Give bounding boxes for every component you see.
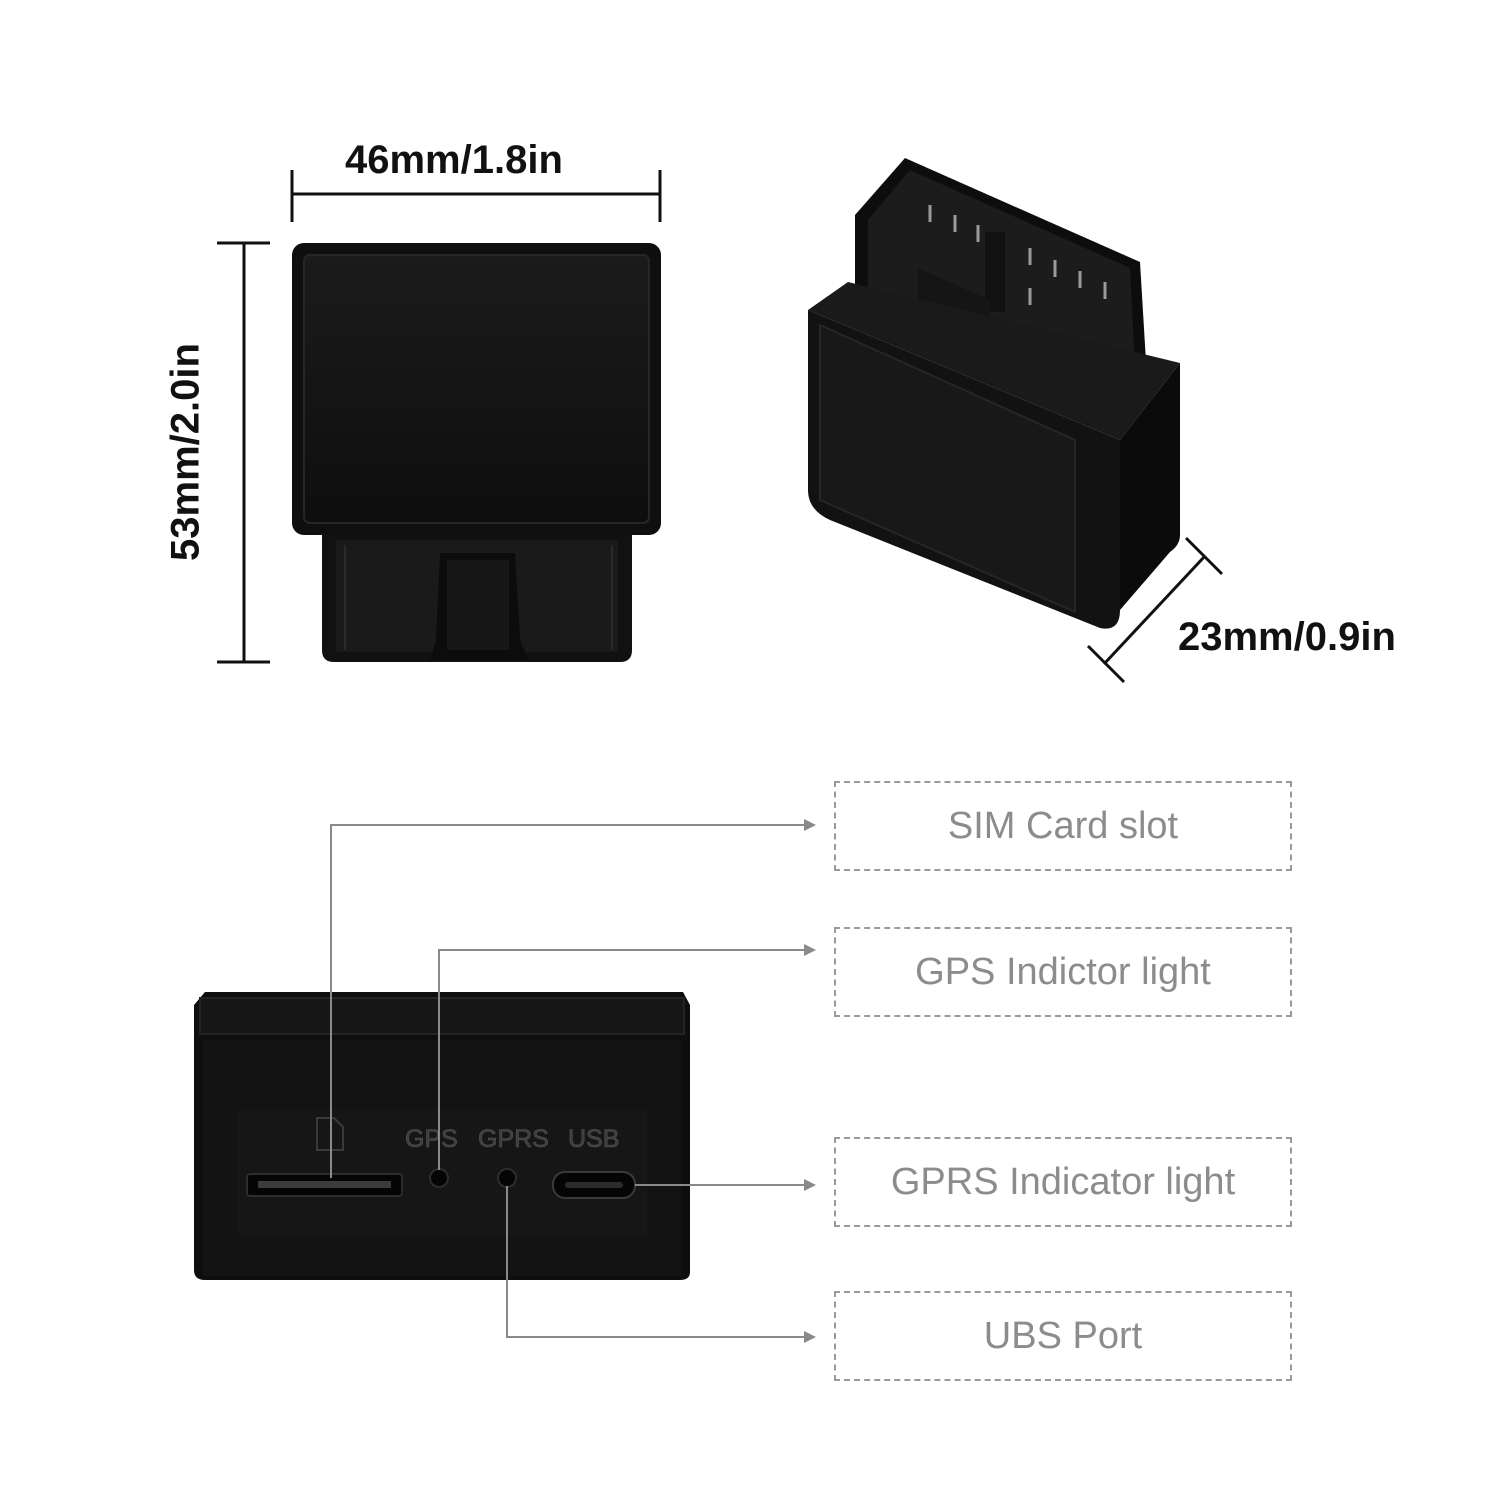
gps-leader-line [438, 944, 816, 1170]
sim-card-slot-callout: SIM Card slot [834, 781, 1292, 871]
front-view-device [292, 243, 661, 662]
leader-lines [330, 819, 816, 1343]
angled-view-device [808, 158, 1180, 629]
port-view-device [194, 992, 690, 1280]
depth-dimension-line [1086, 536, 1224, 684]
usb-port-label: UBS Port [983, 1314, 1143, 1357]
port-labels: GPS GPRS USB [405, 1125, 620, 1154]
gps-indicator-callout: GPS Indictor light [834, 927, 1292, 1017]
width-dimension-label: 46mm/1.8in [345, 138, 563, 182]
gps-port-label: GPS [405, 1125, 458, 1153]
depth-dimension-label: 23mm/0.9in [1178, 615, 1396, 659]
sim-card-slot-label: SIM Card slot [947, 804, 1179, 847]
width-dimension-line [290, 170, 662, 222]
height-dimension-line [217, 241, 270, 664]
gprs-port-label: GPRS [478, 1125, 549, 1153]
sim-leader-line [330, 819, 816, 1178]
gprs-indicator-label: GPRS Indicator light [890, 1160, 1236, 1203]
gprs-indicator-callout: GPRS Indicator light [834, 1137, 1292, 1227]
usb-port-callout: UBS Port [834, 1291, 1292, 1381]
gprs-leader-line [506, 1186, 816, 1343]
height-dimension-label: 53mm/2.0in [163, 343, 208, 561]
usb-port-label: USB [568, 1125, 619, 1153]
gps-indicator-label: GPS Indictor light [915, 950, 1211, 993]
